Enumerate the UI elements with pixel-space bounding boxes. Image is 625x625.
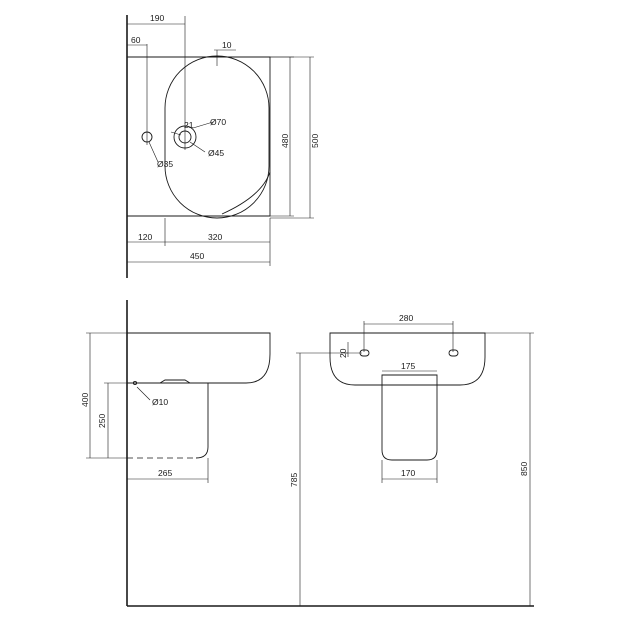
dim-35-label: Ø35 [157,159,173,169]
dim-10-hole-label: Ø10 [152,397,168,407]
dim-10-hole-leader [136,386,151,401]
top-view-basin-outline [127,56,271,217]
dim-480-label: 480 [280,134,290,148]
front-view-fixing-right [448,349,459,357]
dim-265-label: 265 [158,468,172,478]
top-view-bowl [164,55,270,219]
dim-70-leader [192,121,214,129]
side-view-basin [127,332,271,384]
dim-21-label: 21 [184,120,194,130]
dim-45-leader [189,141,206,153]
side-view: 400 250 Ø10 265 [80,300,534,607]
dim-170-label: 170 [401,468,415,478]
dim-35-leader [148,141,159,163]
dim-850-label: 850 [519,462,529,476]
dim-400-label: 400 [80,393,90,407]
dim-280-label: 280 [399,313,413,323]
dim-500-label: 500 [310,134,320,148]
dim-450-label: 450 [190,251,204,261]
dim-785-label: 785 [289,473,299,487]
dim-10-label: 10 [222,40,232,50]
dim-250-label: 250 [97,414,107,428]
dim-175-label: 175 [401,361,415,371]
dim-70-label: Ø70 [210,117,226,127]
front-view-basin [329,332,486,386]
dim-45-label: Ø45 [208,148,224,158]
dim-21-leader [170,131,182,136]
dim-320-label: 320 [208,232,222,242]
front-view-pedestal [381,374,438,461]
side-view-pedestal [195,383,209,459]
top-view: 190 60 10 480 500 21 Ø70 Ø45 Ø35 120 320 [126,13,320,278]
dim-120-label: 120 [138,232,152,242]
top-view-shelf-arc [221,171,271,215]
dim-190-label: 190 [150,13,164,23]
side-view-waste [159,379,191,384]
front-view: 280 20 175 170 785 850 [289,313,534,606]
side-view-fixing-hole [132,380,138,386]
dim-60-label: 60 [131,35,141,45]
